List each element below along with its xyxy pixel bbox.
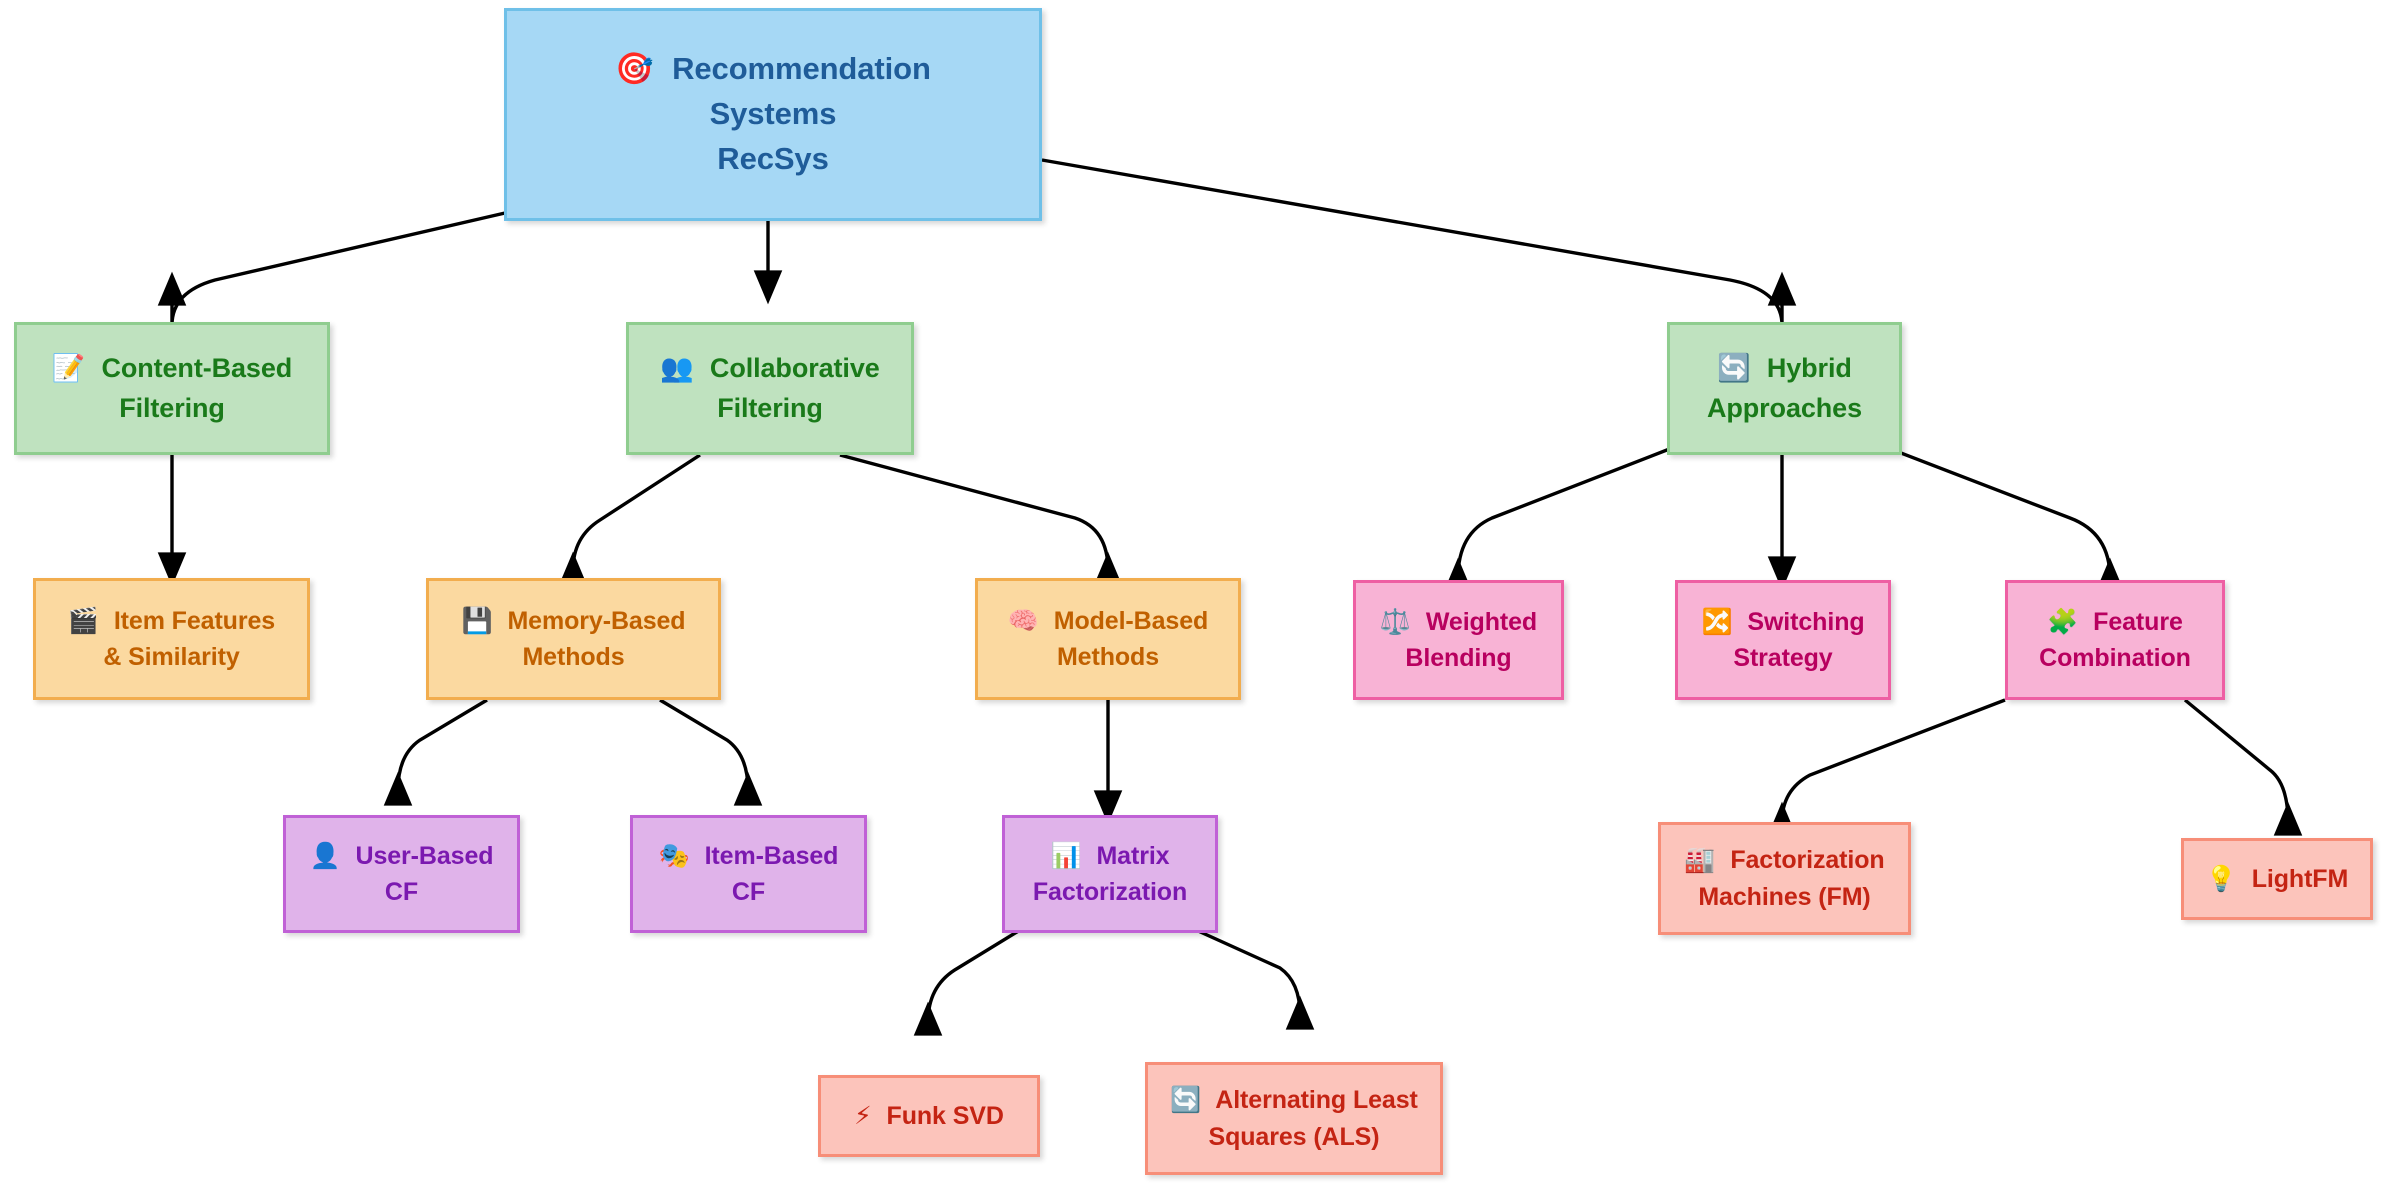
- node-label-line2: CF: [384, 878, 419, 906]
- node-user-based-cf[interactable]: 👤 User-Based CF: [283, 815, 520, 933]
- edge-collaborative-model-based: [839, 453, 1123, 586]
- node-funk-svd[interactable]: ⚡ Funk SVD: [818, 1075, 1040, 1157]
- direct-hit-icon: 🎯: [615, 51, 664, 88]
- high-voltage-icon: ⚡: [854, 1100, 880, 1130]
- counterclockwise-arrows-icon: 🔄: [1717, 353, 1760, 385]
- edge-memory-based-item-based-cf: [659, 698, 763, 806]
- node-label-line2: Approaches: [1706, 392, 1863, 423]
- node-label-line1: Factorization: [1730, 846, 1885, 875]
- node-label-line2: Squares (ALS): [1208, 1122, 1380, 1151]
- edge-root-hybrid: [1041, 158, 1797, 326]
- node-label-line1: User-Based: [355, 841, 494, 870]
- node-label-line1: Feature: [2093, 607, 2183, 636]
- node-alternating-least-squares[interactable]: 🔄 Alternating Least Squares (ALS): [1145, 1062, 1443, 1175]
- edge-feature-combination-lightfm: [2183, 698, 2303, 836]
- node-label-line1: Weighted: [1425, 607, 1538, 636]
- node-weighted-blending[interactable]: ⚖️ Weighted Blending: [1353, 580, 1564, 700]
- edge-matrix-factorization-funk-svd: [913, 928, 1021, 1036]
- performing-arts-icon: 🎭: [658, 840, 698, 870]
- puzzle-piece-icon: 🧩: [2047, 606, 2087, 636]
- node-label-line2: Blending: [1405, 644, 1512, 672]
- edge-collaborative-memory-based: [558, 453, 701, 586]
- node-label-line2: Methods: [1056, 643, 1160, 671]
- edge-hybrid-feature-combination: [1887, 446, 2125, 592]
- shuffle-tracks-icon: 🔀: [1701, 606, 1741, 636]
- node-label-line1: Alternating Least: [1215, 1086, 1418, 1115]
- bust-in-silhouette-icon: 👤: [309, 840, 349, 870]
- edge-hybrid-weighted-blending: [1443, 446, 1673, 592]
- edge-matrix-factorization-als: [1195, 928, 1315, 1030]
- node-label-line2: CF: [731, 878, 766, 906]
- node-label-line1: Item Features: [113, 606, 276, 635]
- factory-icon: 🏭: [1684, 845, 1724, 875]
- node-label-line2: Filtering: [119, 392, 225, 423]
- floppy-disk-icon: 💾: [461, 605, 501, 635]
- node-label-line2: Methods: [522, 643, 625, 671]
- node-label-line2: Factorization: [1032, 878, 1188, 906]
- clapper-board-icon: 🎬: [67, 605, 107, 635]
- node-model-based-methods[interactable]: 🧠 Model-Based Methods: [975, 578, 1241, 700]
- node-label-line1: LightFM: [2251, 864, 2349, 893]
- node-label-line1: Memory-Based: [507, 606, 686, 635]
- node-label-line1: Collaborative: [709, 353, 880, 384]
- node-label-line1: Content-Based: [101, 353, 293, 384]
- node-item-features-similarity[interactable]: 🎬 Item Features & Similarity: [33, 578, 310, 700]
- node-label-line2: Combination: [2039, 644, 2191, 672]
- node-label-line2: Strategy: [1733, 644, 1833, 672]
- balance-scale-icon: ⚖️: [1379, 606, 1419, 636]
- node-memory-based-methods[interactable]: 💾 Memory-Based Methods: [426, 578, 721, 700]
- light-bulb-icon: 💡: [2205, 863, 2245, 893]
- node-label-line1: Switching: [1747, 607, 1865, 636]
- memo-icon: 📝: [51, 353, 95, 385]
- busts-in-silhouette-icon: 👥: [660, 353, 703, 385]
- node-factorization-machines[interactable]: 🏭 Factorization Machines (FM): [1658, 822, 1911, 935]
- node-matrix-factorization[interactable]: 📊 Matrix Factorization: [1002, 815, 1218, 933]
- edge-feature-combination-factorization-machines: [1767, 698, 2006, 836]
- edge-memory-based-user-based-cf: [383, 698, 488, 806]
- node-content-based-filtering[interactable]: 📝 Content-Based Filtering: [14, 322, 330, 455]
- node-label-line1: Model-Based: [1053, 606, 1209, 635]
- brain-icon: 🧠: [1007, 605, 1047, 635]
- node-recommendation-systems[interactable]: 🎯 Recommendation Systems RecSys: [504, 8, 1042, 221]
- node-label-line2: Systems: [709, 96, 837, 132]
- node-lightfm[interactable]: 💡 LightFM: [2181, 838, 2373, 920]
- node-label-line1: Item-Based: [704, 841, 839, 870]
- node-label-line1: Recommendation: [672, 51, 931, 87]
- bar-chart-icon: 📊: [1050, 840, 1090, 870]
- node-feature-combination[interactable]: 🧩 Feature Combination: [2005, 580, 2225, 700]
- edge-root-content-based: [157, 211, 506, 326]
- node-item-based-cf[interactable]: 🎭 Item-Based CF: [630, 815, 867, 933]
- node-label-line1: Hybrid: [1766, 353, 1852, 384]
- counterclockwise-arrows-icon: 🔄: [1170, 1085, 1210, 1115]
- node-switching-strategy[interactable]: 🔀 Switching Strategy: [1675, 580, 1891, 700]
- node-label-line1: Funk SVD: [886, 1101, 1004, 1130]
- node-label-line1: Matrix: [1096, 841, 1170, 870]
- node-label-line2: Filtering: [717, 392, 823, 423]
- node-label-line2: Machines (FM): [1698, 882, 1871, 911]
- node-collaborative-filtering[interactable]: 👥 Collaborative Filtering: [626, 322, 914, 455]
- node-label-line2: & Similarity: [103, 643, 240, 671]
- node-hybrid-approaches[interactable]: 🔄 Hybrid Approaches: [1667, 322, 1902, 455]
- node-label-line3: RecSys: [717, 140, 829, 176]
